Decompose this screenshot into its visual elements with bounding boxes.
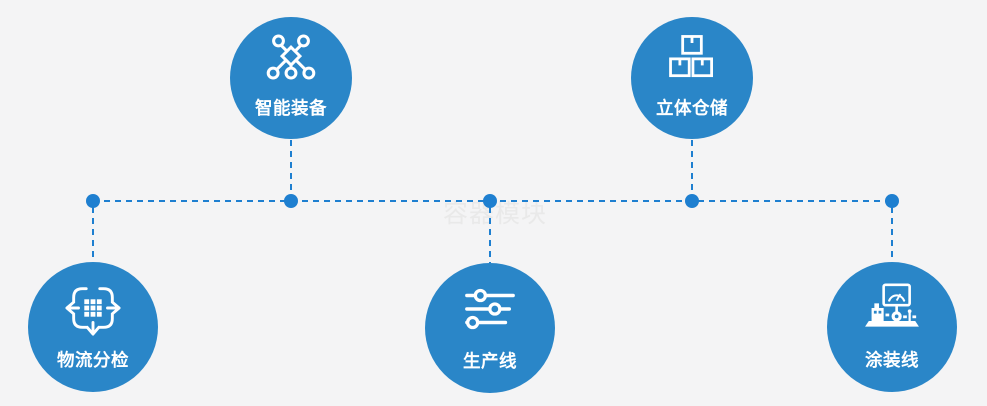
connector-vertical-storage [691,140,693,196]
node-production-line: 生产线 [425,263,555,393]
junction-dot [483,194,497,208]
control-station-icon [860,280,924,336]
stacked-boxes-icon [664,30,720,84]
node-stereo-warehouse: 立体仓储 [631,17,753,139]
connector-vertical-equip [290,140,292,196]
node-label: 物流分检 [57,350,129,370]
network-nodes-icon [262,30,320,84]
node-label: 立体仓储 [656,98,728,118]
junction-dot [86,194,100,208]
node-logistics-sorting: 物流分检 [28,262,158,392]
connector-vertical-paint [891,207,893,262]
connector-vertical-sort [92,207,94,262]
node-coating-line: 涂装线 [827,262,957,392]
node-label: 智能装备 [255,98,327,118]
junction-dot [284,194,298,208]
junction-dot [885,194,899,208]
node-label: 涂装线 [865,350,919,370]
node-label: 生产线 [463,351,517,371]
junction-dot [685,194,699,208]
connector-vertical-prod [489,207,491,263]
sliders-icon [463,281,517,337]
sorting-arrows-icon [64,280,122,336]
node-smart-equipment: 智能装备 [230,17,352,139]
